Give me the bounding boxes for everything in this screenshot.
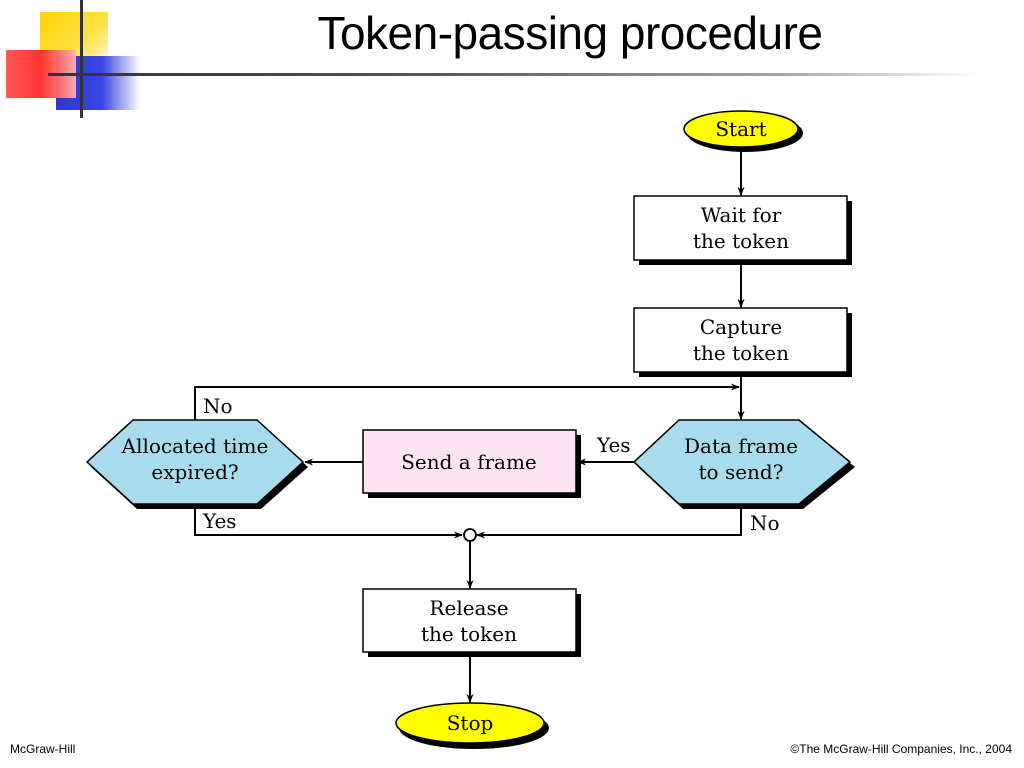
wait-for-token-box: Wait for the token [633, 195, 852, 265]
wait-line-2: the token [693, 229, 789, 253]
no-to-release-path [476, 504, 742, 539]
data-frame-decision: Data frame to send? [632, 419, 855, 509]
decor-vertical-line [80, 0, 83, 118]
data-frame-line-1: Data frame [684, 434, 798, 458]
label-no-loop: No [203, 394, 233, 418]
wait-line-1: Wait for [701, 203, 782, 227]
allocated-line-1: Allocated time [121, 434, 269, 458]
send-frame-box: Send a frame [362, 429, 581, 498]
yes-to-release-path [194, 504, 463, 539]
release-line-2: the token [421, 622, 517, 646]
allocated-line-2: expired? [151, 460, 238, 484]
stop-label: Stop [447, 711, 494, 735]
footer-publisher: McGraw-Hill [10, 742, 76, 756]
merge-junction [463, 528, 477, 542]
capture-line-1: Capture [700, 315, 782, 339]
start-terminal: Start [683, 110, 803, 152]
release-token-box: Release the token [362, 588, 581, 657]
capture-line-2: the token [693, 341, 789, 365]
footer-copyright: ©The McGraw-Hill Companies, Inc., 2004 [790, 742, 1012, 756]
loop-no-path [194, 383, 740, 420]
start-label: Start [715, 117, 766, 141]
send-frame-label: Send a frame [401, 450, 537, 474]
stop-terminal: Stop [395, 702, 549, 749]
label-no-release: No [750, 511, 780, 535]
label-yes-release: Yes [202, 509, 237, 533]
label-yes-send: Yes [596, 433, 631, 457]
capture-token-box: Capture the token [633, 307, 852, 377]
data-frame-line-2: to send? [699, 460, 784, 484]
release-line-1: Release [429, 596, 508, 620]
slide-title: Token-passing procedure [317, 7, 823, 59]
allocated-time-decision: Allocated time expired? [85, 419, 308, 509]
decor-horizontal-line [48, 73, 978, 76]
